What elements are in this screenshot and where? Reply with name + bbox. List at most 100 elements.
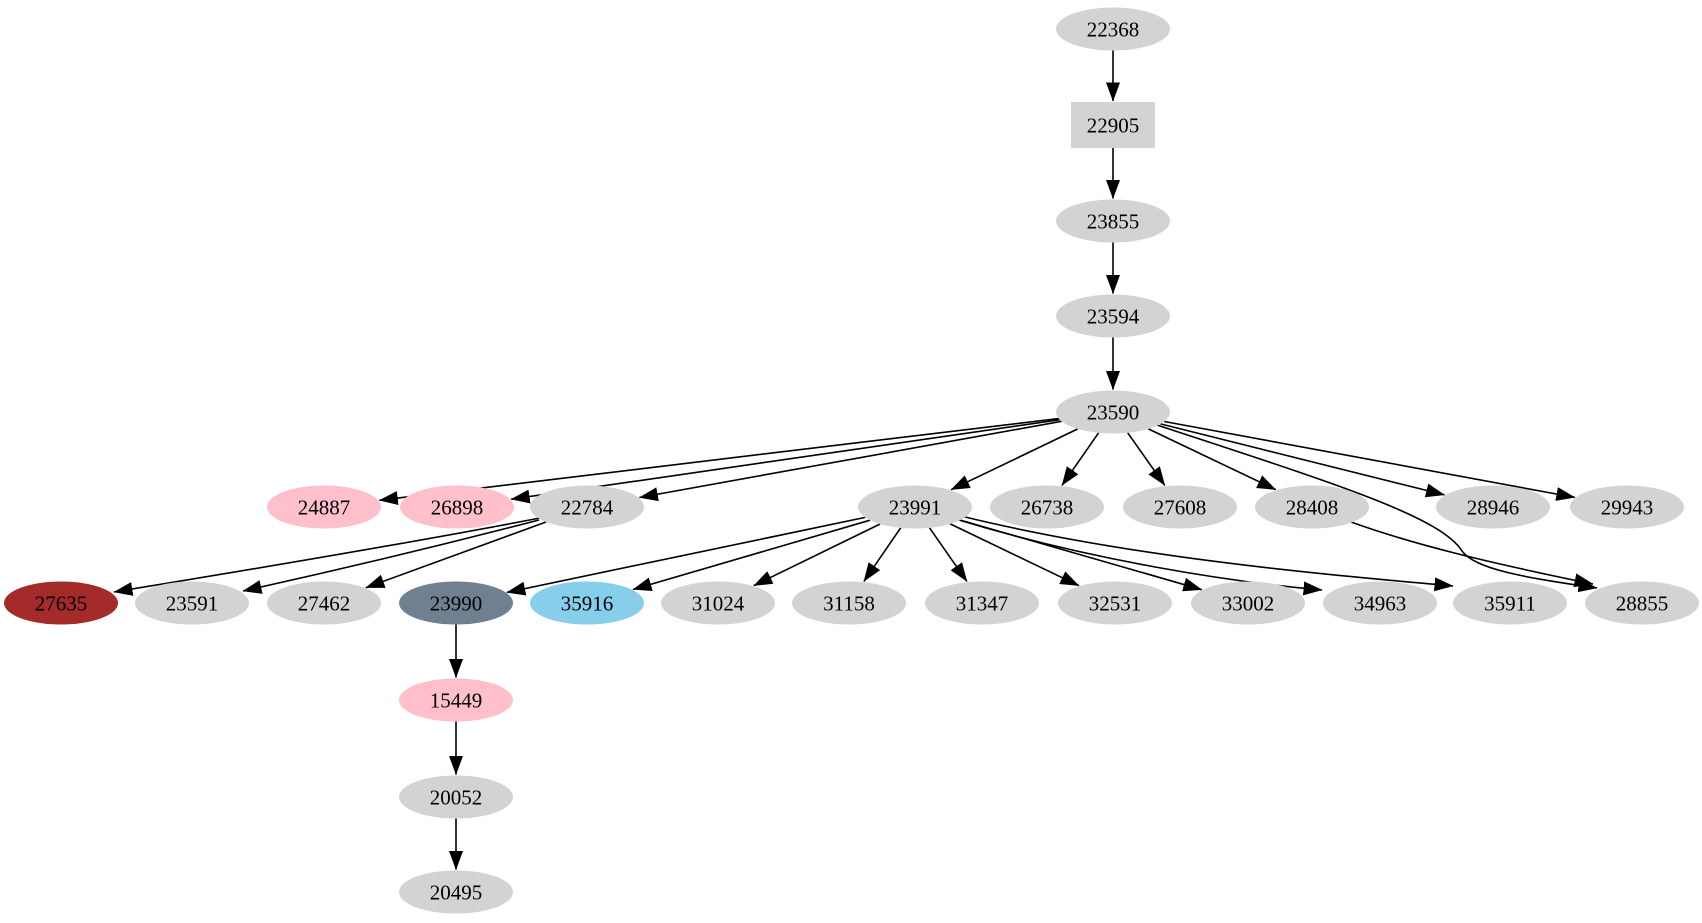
edge-23590-23991 [950,428,1079,491]
node-23591: 23591 [135,581,249,625]
node-shape-26898 [400,485,514,529]
node-35916: 35916 [530,581,644,625]
node-29943: 29943 [1570,485,1684,529]
node-label-20052: 20052 [430,785,483,809]
node-label-28946: 28946 [1467,495,1520,519]
node-label-35916: 35916 [561,591,614,615]
node-shape-23990 [399,581,513,625]
node-27635: 27635 [4,581,118,625]
node-label-22784: 22784 [561,495,614,519]
node-shape-22368 [1056,7,1170,51]
node-26738: 26738 [990,485,1104,529]
edge-23590-26738 [1061,432,1100,486]
node-31158: 31158 [792,581,906,625]
node-shape-22905 [1071,102,1155,148]
node-22368: 22368 [1056,7,1170,51]
node-shape-34963 [1323,581,1437,625]
node-shape-22784 [530,485,644,529]
node-label-33002: 33002 [1222,591,1275,615]
node-label-27635: 27635 [35,591,88,615]
node-label-28408: 28408 [1286,495,1339,519]
node-27608: 27608 [1123,485,1237,529]
node-shape-23855 [1056,199,1170,243]
node-shape-20495 [399,870,513,914]
edge-23590-28408 [1147,428,1277,491]
node-label-23991: 23991 [889,495,942,519]
edge-22784-27635 [113,517,541,596]
node-26898: 26898 [400,485,514,529]
edge-28408-28855 [1350,521,1594,588]
node-label-23990: 23990 [430,591,483,615]
node-label-22905: 22905 [1087,113,1140,137]
node-35911: 35911 [1453,581,1567,625]
node-label-23855: 23855 [1087,209,1140,233]
node-label-23594: 23594 [1087,304,1140,328]
node-31024: 31024 [661,581,775,625]
node-label-28855: 28855 [1616,591,1669,615]
edge-23590-29943 [1164,420,1576,501]
node-shape-24887 [267,485,381,529]
node-20052: 20052 [399,775,513,819]
node-shape-31158 [792,581,906,625]
edge-23590-22784 [638,420,1062,502]
node-20495: 20495 [399,870,513,914]
node-shape-23594 [1056,294,1170,338]
node-label-35911: 35911 [1484,591,1536,615]
edge-23991-31158 [863,527,902,582]
node-28855: 28855 [1585,581,1699,625]
node-label-31024: 31024 [692,591,745,615]
node-label-34963: 34963 [1354,591,1407,615]
node-label-26898: 26898 [431,495,484,519]
edge-23991-32531 [949,523,1080,587]
node-22784: 22784 [530,485,644,529]
node-32531: 32531 [1058,581,1172,625]
node-label-27462: 27462 [298,591,351,615]
edge-23991-35911 [960,515,1454,592]
node-label-31347: 31347 [956,591,1009,615]
node-23991: 23991 [858,485,972,529]
edges-layer [113,50,1598,870]
node-shape-20052 [399,775,513,819]
node-shape-27462 [267,581,381,625]
edge-23590-26898 [510,418,1060,504]
edge-23590-27608 [1127,432,1166,486]
node-label-26738: 26738 [1021,495,1074,519]
node-shape-23591 [135,581,249,625]
edge-23991-35916 [632,519,871,592]
edge-23991-23990 [506,516,866,596]
node-shape-23590 [1056,390,1170,434]
node-shape-33002 [1191,581,1305,625]
node-15449: 15449 [399,678,513,722]
edge-23991-31347 [928,527,968,582]
node-label-29943: 29943 [1601,495,1654,519]
node-28946: 28946 [1436,485,1550,529]
node-shape-23991 [858,485,972,529]
node-27462: 27462 [267,581,381,625]
node-23594: 23594 [1056,294,1170,338]
node-shape-27608 [1123,485,1237,529]
node-label-23590: 23590 [1087,400,1140,424]
node-label-20495: 20495 [430,880,483,904]
node-shape-29943 [1570,485,1684,529]
node-28408: 28408 [1255,485,1369,529]
node-label-32531: 32531 [1089,591,1142,615]
node-shape-28408 [1255,485,1369,529]
node-shape-31024 [661,581,775,625]
node-shape-35916 [530,581,644,625]
edge-22784-23591 [242,519,540,594]
node-24887: 24887 [267,485,381,529]
node-label-23591: 23591 [166,591,219,615]
node-label-31158: 31158 [823,591,875,615]
node-shape-31347 [925,581,1039,625]
node-shape-32531 [1058,581,1172,625]
node-shape-35911 [1453,581,1567,625]
node-shape-26738 [990,485,1104,529]
edge-23590-28946 [1160,423,1445,498]
edge-23991-31024 [753,523,881,587]
node-23590: 23590 [1056,390,1170,434]
node-shape-27635 [4,581,118,625]
node-shape-15449 [399,678,513,722]
edge-23590-28855 [1156,424,1598,593]
